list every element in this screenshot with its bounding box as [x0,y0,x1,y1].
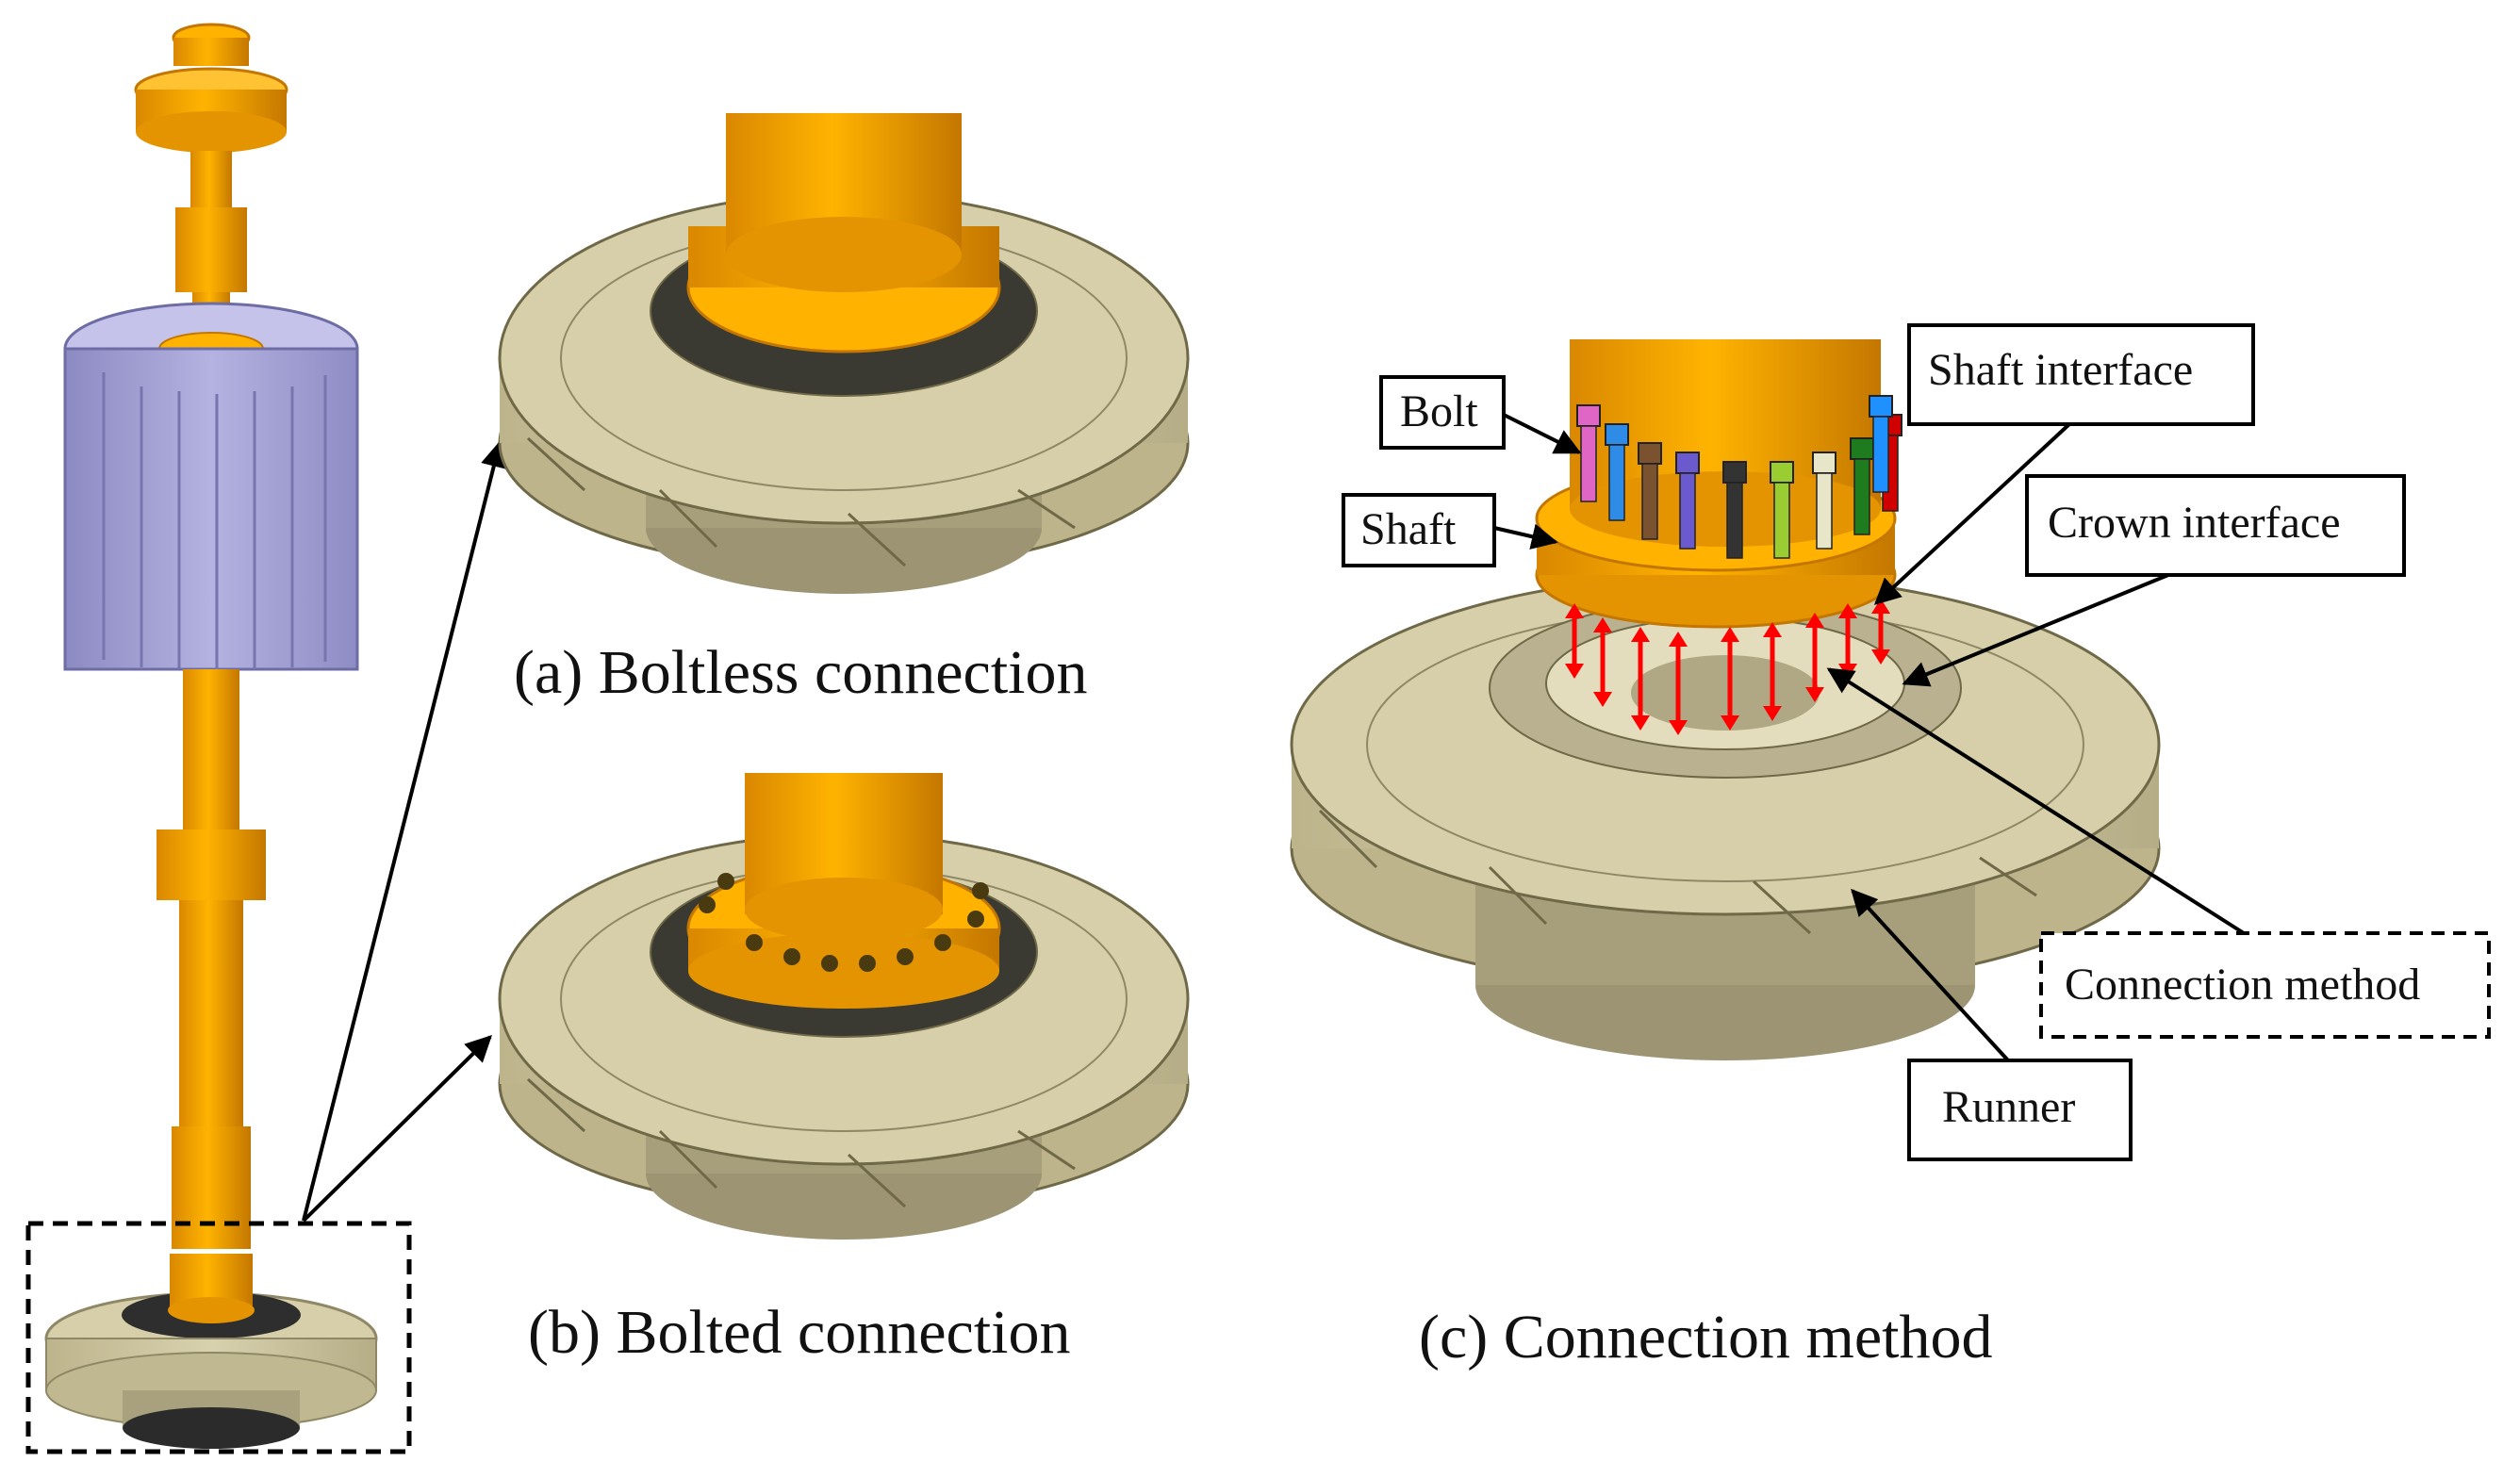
selection-box [25,1221,412,1454]
bolt [1812,452,1836,550]
force-arrow [1721,627,1739,731]
label-shaft-interface: Shaft interface [1907,323,2255,426]
label-shaft: Shaft [1342,493,1496,567]
caption-boltless: (a) Boltless connection [514,638,1088,707]
caption-connection-method: (c) Connection method [1419,1303,1993,1371]
label-crown-interface: Crown interface [2025,474,2406,577]
label-bolt-text: Bolt [1400,386,1478,436]
leader-shaft [1493,523,1558,550]
label-connection-method-text: Connection method [2065,960,2420,1010]
bolt [1770,461,1794,559]
arrow-to-bolted [302,1035,492,1223]
leader-runner [1851,888,2010,1062]
label-shaft-text: Shaft [1360,504,1457,554]
bolt [1869,395,1893,493]
force-arrow [1565,603,1584,679]
bolt [1722,461,1747,559]
force-arrow [1871,599,1890,665]
force-arrow [1669,632,1688,735]
shaft-assembly [44,23,378,1449]
cut-mask-top [716,94,971,113]
caption-bolted: (b) Bolted connection [528,1298,1071,1367]
force-arrow [1631,627,1650,731]
force-arrow [1805,613,1824,702]
bolt [1850,437,1874,535]
leader-crown-interface [1902,573,2169,687]
bolts-group [1576,395,1902,559]
bolt [1675,452,1700,550]
connection-method-view [1290,339,2161,1060]
leader-bolt [1503,413,1582,454]
label-runner: Runner [1907,1059,2133,1161]
label-crown-interface-text: Crown interface [2048,498,2341,548]
label-shaft-interface-text: Shaft interface [1928,345,2193,395]
bolt [1638,442,1662,540]
force-arrow [1763,622,1782,721]
bolt [1605,423,1629,521]
bolted-connection-view [498,773,1190,1240]
boltless-connection-view [498,94,1190,594]
label-bolt: Bolt [1379,375,1506,450]
label-runner-text: Runner [1942,1082,2075,1132]
force-arrows-group [1565,599,1890,735]
leader-connection-method [1826,667,2246,935]
arrow-to-boltless [302,440,507,1222]
bolt-holes-ring [699,873,989,972]
force-arrow [1593,617,1612,707]
label-connection-method: Connection method [2039,931,2491,1039]
bolt [1576,404,1601,502]
leader-shaft-interface [1873,422,2071,605]
